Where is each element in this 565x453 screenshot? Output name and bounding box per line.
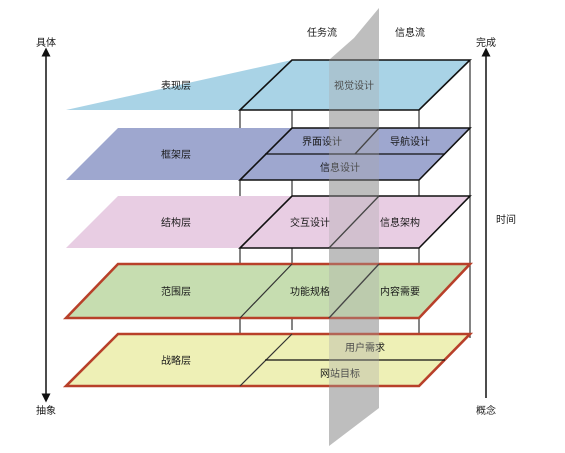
bottom-left-label: 抽象 xyxy=(36,404,56,417)
top-left-label: 具体 xyxy=(36,37,56,49)
scope-divider xyxy=(328,263,380,319)
cell-content-requirements: 内容需要 xyxy=(380,285,420,298)
top-right-label: 完成 xyxy=(476,36,496,49)
layer-scope xyxy=(62,262,474,320)
cell-interface-design: 界面设计 xyxy=(302,135,342,148)
cell-navigation-design: 导航设计 xyxy=(390,135,430,148)
layer-skeleton-label: 框架层 xyxy=(161,148,191,161)
cell-information-architecture: 信息架构 xyxy=(380,216,420,229)
cell-functional-spec: 功能规格 xyxy=(290,285,330,298)
cell-visual-design: 视觉设计 xyxy=(334,79,374,92)
structure-divider xyxy=(328,195,380,249)
layer-surface-label: 表现层 xyxy=(161,79,191,92)
task-flow-label: 任务流 xyxy=(307,26,337,39)
layer-structure-box xyxy=(238,195,472,249)
bottom-right-label: 概念 xyxy=(476,404,496,417)
layer-surface-box xyxy=(238,59,472,111)
cell-information-design: 信息设计 xyxy=(320,161,360,174)
layer-skeleton xyxy=(66,128,292,180)
info-flow-label: 信息流 xyxy=(395,26,425,39)
flow-divider-plane-front xyxy=(329,8,379,446)
layer-structure xyxy=(66,196,292,248)
scope-box-edge-left xyxy=(239,263,293,319)
skeleton-divider-v xyxy=(354,127,380,155)
layer-structure-label: 结构层 xyxy=(161,216,191,229)
time-label: 时间 xyxy=(496,213,516,226)
layer-scope-label: 范围层 xyxy=(161,285,191,298)
cell-user-needs: 用户需求 xyxy=(345,341,385,354)
cell-interaction-design: 交互设计 xyxy=(290,216,330,229)
cell-site-objectives: 网站目标 xyxy=(320,367,360,380)
layer-strategy-label: 战略层 xyxy=(161,354,191,367)
